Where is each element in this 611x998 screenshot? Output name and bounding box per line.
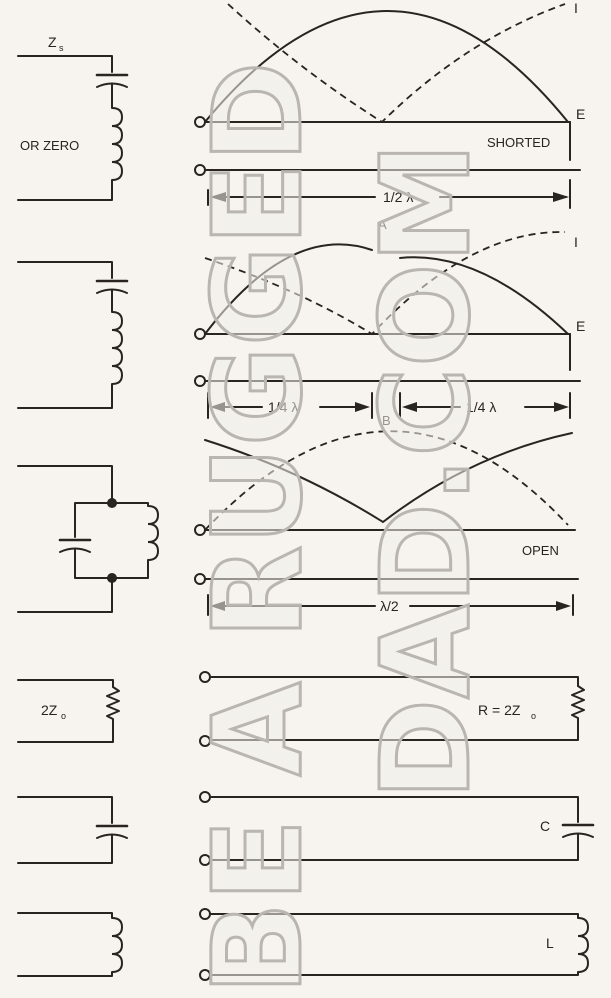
zs-label: Z [48, 34, 57, 50]
row-a-lumped-circuit: Z s OR ZERO [17, 34, 129, 201]
quarter-lambda-left-label: 1/4 λ [268, 399, 298, 415]
open-label: OPEN [522, 543, 559, 558]
terminal-c-bottom [194, 573, 206, 585]
two-zo-label: 2Z [41, 702, 58, 718]
shorted-label: SHORTED [487, 135, 550, 150]
r-equals-subscript: o [531, 711, 536, 721]
inductor-l-label: L [546, 935, 554, 951]
voltage-curve-a [227, 3, 566, 124]
quarter-lambda-right-label: 1/4 λ [466, 399, 496, 415]
figure-b-label: B [382, 413, 391, 428]
r-equals-label: R = 2Z [478, 702, 521, 718]
watermark-line-1: BE A RUGGED [187, 61, 329, 995]
capacitor-c-label: C [540, 818, 550, 834]
terminal-a-bottom [194, 164, 206, 176]
row-b-line: I E 1/4 λ 1/4 λ B [194, 231, 585, 428]
row-c-line: OPEN λ/2 [194, 430, 579, 616]
zs-subscript: s [59, 43, 64, 53]
watermark-line-2: DAD.COM [355, 142, 497, 800]
row-d-line: R = 2Z o [199, 671, 585, 747]
row-d-lumped-circuit: 2Z o [17, 679, 120, 743]
terminal-b-bottom [194, 375, 206, 387]
row-a-line: I E SHORTED 1/2 λ A [194, 0, 585, 232]
current-curve-b-left [204, 243, 373, 335]
or-zero-label: OR ZERO [20, 138, 79, 153]
figure-a-label: A [378, 217, 387, 232]
row-e-lumped-circuit [17, 796, 129, 864]
lambda-over-two-label: λ/2 [380, 598, 399, 614]
label-e-b: E [576, 318, 585, 334]
label-i-a: I [574, 0, 578, 16]
voltage-curve-b [204, 231, 566, 336]
current-curve-c [204, 432, 573, 523]
half-lambda-label: 1/2 λ [383, 189, 413, 205]
row-e-line: C [199, 791, 595, 866]
row-f-line: L [199, 908, 590, 981]
label-i-b: I [574, 234, 578, 250]
two-zo-subscript: o [61, 711, 66, 721]
label-e-a: E [576, 106, 585, 122]
row-c-lumped-circuit [17, 465, 160, 613]
row-f-lumped-circuit [17, 912, 124, 977]
row-b-lumped-circuit [17, 261, 129, 409]
current-curve-b-right [399, 256, 569, 335]
watermark: BE A RUGGED DAD.COM [186, 60, 499, 997]
current-curve-a [204, 10, 569, 123]
